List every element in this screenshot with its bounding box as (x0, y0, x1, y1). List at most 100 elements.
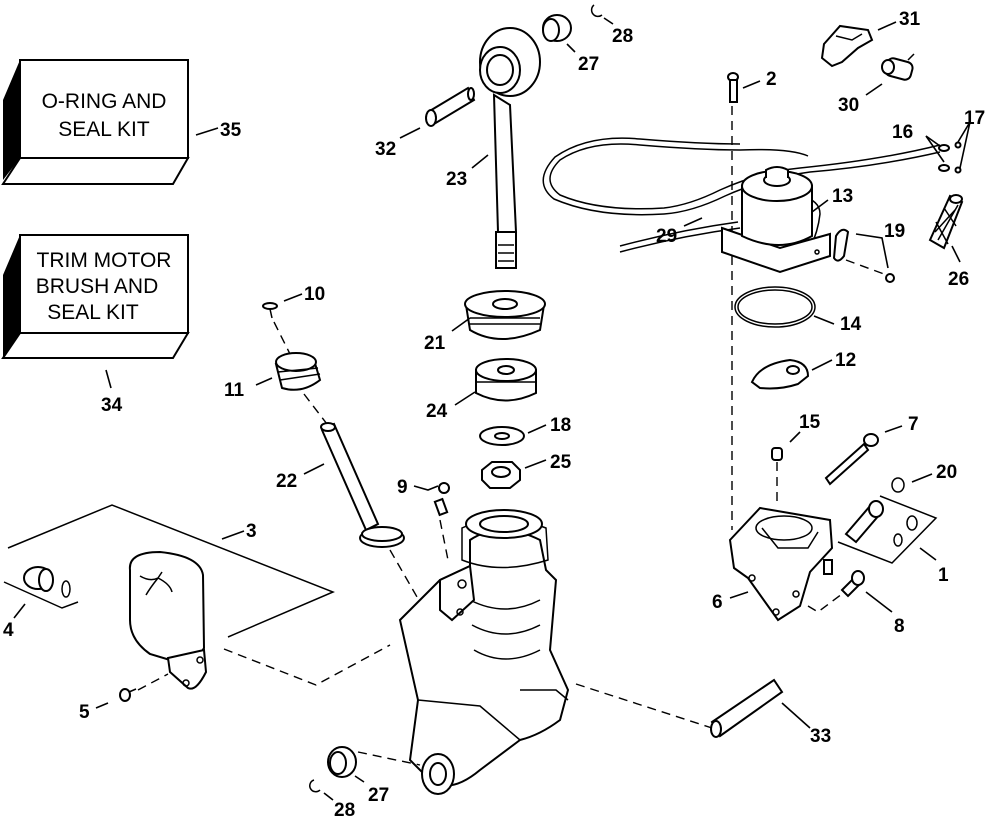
callout-1[interactable]: 1 (938, 565, 949, 586)
callout-9[interactable]: 9 (397, 477, 408, 498)
leader-line (527, 424, 547, 434)
part-23-rod[interactable] (479, 27, 541, 269)
leader-line (884, 425, 903, 433)
callout-23[interactable]: 23 (446, 169, 467, 190)
leader-line (303, 463, 325, 475)
callout-17[interactable]: 17 (964, 108, 985, 129)
leader-line (13, 603, 26, 619)
part-10-screw[interactable] (262, 302, 278, 319)
part-33-pivot-pin[interactable] (710, 678, 784, 738)
leader-line (399, 127, 421, 139)
callout-6[interactable]: 6 (712, 592, 723, 613)
part-19-ground-strap[interactable] (832, 228, 895, 283)
callout-32[interactable]: 32 (375, 139, 396, 160)
callout-31[interactable]: 31 (899, 9, 921, 30)
callout-27[interactable]: 27 (578, 54, 599, 75)
leader-line (603, 17, 614, 25)
leader-line (729, 591, 749, 599)
part-2-screw[interactable] (727, 72, 739, 103)
assembly-line (807, 593, 843, 613)
part-14-o-ring[interactable] (734, 286, 816, 328)
callout-34[interactable]: 34 (101, 395, 123, 416)
callout-19[interactable]: 19 (884, 221, 905, 242)
part-21-cap[interactable] (464, 290, 546, 340)
trim-cylinder-housing[interactable] (398, 509, 570, 795)
leader-line (811, 359, 833, 371)
kit-label-line: SEAL KIT (58, 118, 150, 141)
kit-box-oring-seal[interactable]: O-RING AND SEAL KIT (1, 59, 190, 185)
leader-line (454, 391, 476, 406)
assembly-line (439, 519, 449, 561)
kit-label-line: TRIM MOTOR (37, 249, 172, 272)
callout-28[interactable]: 28 (612, 26, 633, 47)
callout-30[interactable]: 30 (838, 95, 859, 116)
part-1-manual-release-valve[interactable] (837, 495, 938, 564)
callout-14[interactable]: 14 (840, 314, 862, 335)
part-11-fitting[interactable] (274, 352, 322, 391)
callout-26[interactable]: 26 (948, 269, 969, 290)
leader-line (683, 217, 703, 227)
leader-line (951, 245, 961, 263)
part-20-o-ring[interactable] (891, 477, 905, 493)
callout-18[interactable]: 18 (550, 415, 571, 436)
callout-21[interactable]: 21 (424, 333, 446, 354)
part-28-retaining-ring-top[interactable] (590, 4, 603, 18)
reservoir[interactable] (128, 550, 208, 690)
part-29-wire-harness[interactable] (549, 143, 941, 210)
callout-24[interactable]: 24 (426, 401, 448, 422)
leader-line (195, 127, 219, 136)
callout-8[interactable]: 8 (894, 616, 905, 637)
leader-line (957, 121, 971, 169)
part-25-nut[interactable] (481, 461, 521, 489)
callout-11[interactable]: 11 (224, 380, 245, 401)
callout-7[interactable]: 7 (908, 414, 919, 435)
part-17-terminal[interactable] (954, 141, 962, 174)
leader-line (524, 459, 547, 469)
callout-20[interactable]: 20 (936, 462, 957, 483)
callout-28[interactable]: 28 (334, 800, 355, 818)
part-8-screw[interactable] (840, 570, 865, 598)
leader-line (742, 80, 761, 89)
part-31-connector-cover[interactable] (820, 24, 874, 68)
callout-12[interactable]: 12 (835, 350, 856, 371)
part-6-pump-body[interactable] (728, 506, 834, 622)
part-5-screw[interactable] (119, 688, 137, 702)
callout-15[interactable]: 15 (799, 412, 821, 433)
leader-line (789, 431, 801, 443)
callout-3[interactable]: 3 (246, 521, 257, 542)
callout-5[interactable]: 5 (79, 702, 90, 723)
callout-29[interactable]: 29 (656, 226, 677, 247)
leader-line (354, 775, 365, 783)
part-32-pin[interactable] (425, 86, 476, 127)
part-13-trim-motor[interactable] (721, 166, 831, 274)
part-27-bushing-bottom[interactable] (327, 746, 357, 778)
kit-label-line: SEAL KIT (47, 301, 139, 324)
leader-line (813, 315, 835, 325)
callout-4[interactable]: 4 (3, 620, 14, 641)
part-30-connector[interactable] (881, 53, 915, 81)
part-26-sleeve[interactable] (928, 194, 964, 250)
callout-2[interactable]: 2 (766, 69, 777, 90)
part-24-piston[interactable] (475, 358, 537, 402)
leader-line (781, 702, 811, 729)
part-4-plug[interactable] (3, 566, 79, 609)
part-15-plug[interactable] (771, 447, 783, 461)
part-16-terminal[interactable] (938, 144, 950, 172)
callout-13[interactable]: 13 (832, 186, 853, 207)
callout-35[interactable]: 35 (220, 120, 242, 141)
part-22-tube[interactable] (320, 422, 405, 548)
callout-33[interactable]: 33 (810, 726, 831, 747)
callout-27[interactable]: 27 (368, 785, 389, 806)
callout-25[interactable]: 25 (550, 452, 572, 473)
callout-22[interactable]: 22 (276, 471, 297, 492)
part-18-washer[interactable] (479, 426, 525, 446)
part-7-bolt[interactable] (824, 433, 879, 486)
part-9-check-valve[interactable] (433, 482, 450, 517)
callout-10[interactable]: 10 (304, 284, 325, 305)
callout-16[interactable]: 16 (892, 122, 913, 143)
leader-line (855, 233, 889, 269)
part-12-filter-cover[interactable] (750, 358, 810, 390)
part-27-bushing-top[interactable] (542, 14, 572, 42)
kit-box-trim-motor-brush-seal[interactable]: TRIM MOTOR BRUSH AND SEAL KIT (1, 234, 190, 359)
part-28-retaining-ring-bottom[interactable] (309, 779, 321, 793)
